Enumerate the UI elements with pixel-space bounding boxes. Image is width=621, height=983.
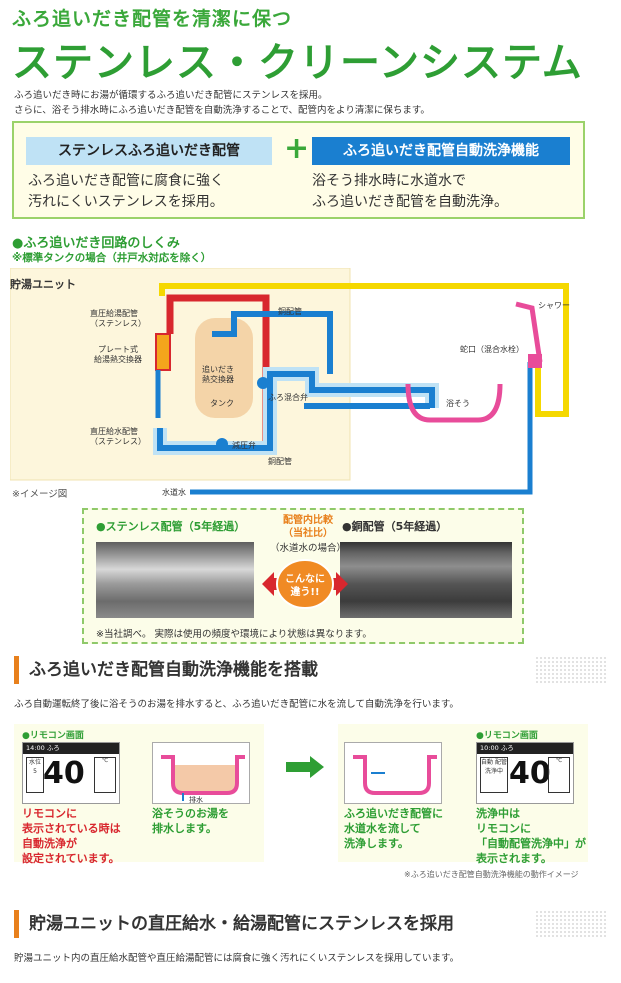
remote-label-1: ●リモコン画面 xyxy=(22,731,84,741)
feature-box: ステンレスふろ追いだき配管 + ふろ追いだき配管自動洗浄機能 ふろ追いだき配管に… xyxy=(12,121,585,219)
intro-line-2: さらに、浴そう排水時にふろ追いだき配管を自動洗浄することで、配管内をより清潔に保… xyxy=(14,105,430,116)
label-copper-top: 銅配管 xyxy=(278,306,302,316)
step-box-before: ●リモコン画面 14:00 ふろ 水位 5 40 ℃ リモコンに 表示されている… xyxy=(14,724,264,865)
remote-label-2: ●リモコン画面 xyxy=(476,731,538,741)
circuit-sub: ※標準タンクの場合（井戸水対応を除く） xyxy=(12,252,212,264)
faucet xyxy=(528,354,542,368)
label-supply-pipe: 直圧給湯配管 xyxy=(90,308,138,318)
intro-line-1: ふろ追いだき時にお湯が循環するふろ追いだき配管にステンレスを採用。 xyxy=(14,90,328,101)
bathtub xyxy=(405,383,503,423)
label-mix-valve: ふろ混合弁 xyxy=(268,392,308,402)
step2-text: 浴そうのお湯を 排水します。 xyxy=(152,807,229,835)
label-reheat-hx: 追いだき xyxy=(202,364,234,374)
label-reducer: 減圧弁 xyxy=(232,440,256,450)
label-reheat-hx-2: 熱交換器 xyxy=(202,374,234,384)
stainless-heading: 貯湯ユニットの直圧給水・給湯配管にステンレスを採用 xyxy=(14,910,454,938)
remote-1-side: 水位 5 xyxy=(26,757,44,793)
label-bathtub: 浴そう xyxy=(446,398,470,408)
tank-shape xyxy=(195,318,253,418)
tagline: ふろ追いだき配管を清潔に保つ xyxy=(12,8,293,30)
stainless-pipe-photo xyxy=(96,542,254,618)
label-feed-pipe-sub: （ステンレス） xyxy=(90,437,146,446)
tub-frame-wash xyxy=(344,742,442,804)
plus-icon: + xyxy=(284,131,310,166)
feed-pipe xyxy=(155,362,533,495)
reducer-icon xyxy=(216,438,228,450)
remote-1-top: 14:00 ふろ xyxy=(23,743,119,754)
burst-text-1: こんなに xyxy=(285,573,325,585)
label-copper-bottom: 銅配管 xyxy=(268,456,292,466)
label-plate-hx: プレート式 xyxy=(98,344,138,354)
next-arrow-icon xyxy=(286,756,324,778)
feature-left-label: ステンレスふろ追いだき配管 xyxy=(26,137,272,165)
remote-1-num: 40 xyxy=(43,756,85,791)
image-note: ※イメージ図 xyxy=(12,489,68,500)
label-water-in: 水道水 xyxy=(162,487,186,497)
burst-text-2: 違う!! xyxy=(290,585,319,598)
remote-screen-1: 14:00 ふろ 水位 5 40 ℃ xyxy=(22,742,120,804)
tub-water xyxy=(173,765,237,793)
shower-head xyxy=(515,301,543,363)
remote-2-unit: ℃ xyxy=(548,757,570,793)
step-box-after: ふろ追いだき配管に 水道水を流して 洗浄します。 ●リモコン画面 10:00 ふ… xyxy=(338,724,588,865)
burst-bubble xyxy=(276,559,334,609)
remote-2-side: 自動 配管洗浄中 xyxy=(480,757,508,793)
remote-screen-2: 10:00 ふろ 自動 配管洗浄中 40 ℃ xyxy=(476,742,574,804)
feature-right-label: ふろ追いだき配管自動洗浄機能 xyxy=(312,137,570,165)
step3-text: ふろ追いだき配管に 水道水を流して 洗浄します。 xyxy=(344,807,443,850)
label-tank: タンク xyxy=(210,399,234,408)
stainless-desc: 貯湯ユニット内の直圧給水配管や直圧給湯配管には腐食に強く汚れにくいステンレスを採… xyxy=(14,953,460,964)
compare-title: 配管内比較 （当社比） xyxy=(283,515,333,539)
intro-text: ふろ追いだき時にお湯が循環するふろ追いだき配管にステンレスを採用。 さらに、浴そ… xyxy=(14,88,430,118)
autowash-desc: ふろ自動運転終了後に浴そうのお湯を排水すると、ふろ追いだき配管に水を流して自動洗… xyxy=(14,699,459,710)
step1-text: リモコンに 表示されている時は 自動洗浄が 設定されています。 xyxy=(22,807,121,865)
label-shower: シャワー xyxy=(538,301,570,310)
circuit-diagram: 貯湯ユニット 直圧給湯配管 （ステンレス） プレート式 給湯熱交換器 直圧給水配… xyxy=(10,268,570,497)
circuit-label: ●ふろ追いだき回路のしくみ xyxy=(12,236,180,251)
label-plate-hx-2: 給湯熱交換器 xyxy=(94,354,142,364)
autowash-note: ※ふろ追いだき配管自動洗浄機能の動作イメージ xyxy=(404,870,579,879)
mix-valve-icon xyxy=(257,377,269,389)
drain-label: 排水 xyxy=(189,795,203,804)
tub-drain-illustration: 排水 xyxy=(161,755,245,804)
feature-right-desc: 浴そう排水時に水道水で ふろ追いだき配管を自動洗浄。 xyxy=(312,173,508,210)
copper-title: ●銅配管（5年経過） xyxy=(342,520,448,533)
tub-outline-empty xyxy=(353,755,437,795)
plate-heat-exchanger xyxy=(155,333,171,371)
recirc-pipe xyxy=(157,371,435,451)
feature-left-desc: ふろ追いだき配管に腐食に強く 汚れにくいステンレスを採用。 xyxy=(28,173,224,210)
compare-sub: （水道水の場合） xyxy=(269,543,346,554)
label-faucet: 蛇口（混合水栓） xyxy=(460,344,524,354)
stainless-title: ●ステンレス配管（5年経過） xyxy=(96,520,246,533)
page-title: ステンレス・クリーンシステム xyxy=(12,40,583,86)
tub-frame-drain: 排水 xyxy=(152,742,250,804)
autowash-heading: ふろ追いだき配管自動洗浄機能を搭載 xyxy=(14,656,318,684)
autowash-heading-dots xyxy=(535,656,607,684)
unit-title-label: 貯湯ユニット xyxy=(10,277,76,291)
shower-pipe xyxy=(159,283,569,417)
remote-1-unit: ℃ xyxy=(94,757,116,793)
difference-burst: こんなに 違う!! xyxy=(262,559,348,609)
label-feed-pipe: 直圧給水配管 xyxy=(90,426,138,436)
comparison-box: ●ステンレス配管（5年経過） 配管内比較 （当社比） （水道水の場合） ●銅配管… xyxy=(82,508,524,644)
next-arrow-shape xyxy=(286,756,324,778)
label-supply-pipe-sub: （ステンレス） xyxy=(90,319,146,328)
copper-pipe-photo xyxy=(340,542,512,618)
step4-text: 洗浄中は リモコンに 「自動配管洗浄中」が 表示されます。 xyxy=(476,807,586,865)
comparison-note: ※当社調べ。 実際は使用の頻度や環境により状態は異なります。 xyxy=(96,629,372,640)
tub-outline xyxy=(161,755,245,795)
tub-wash-illustration xyxy=(353,755,437,795)
stainless-heading-dots xyxy=(535,910,607,938)
remote-2-top: 10:00 ふろ xyxy=(477,743,573,754)
remote-2-num: 40 xyxy=(509,756,551,791)
